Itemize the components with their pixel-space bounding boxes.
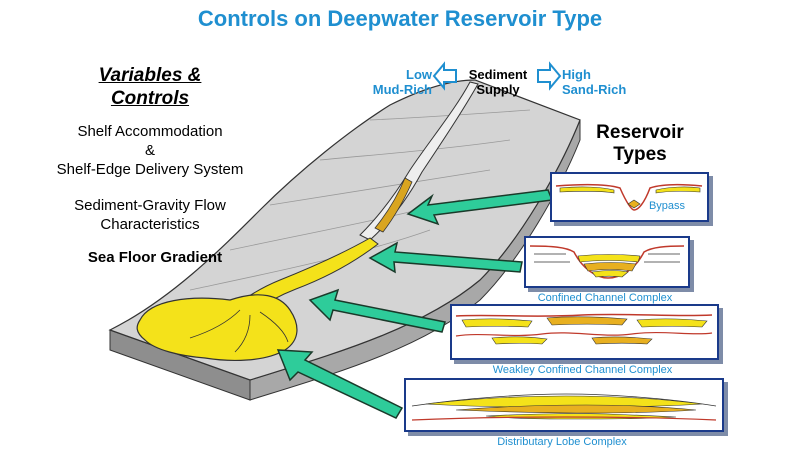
low-label: Low bbox=[406, 67, 432, 82]
control-sediment-gravity-flow: Sediment-Gravity Flow bbox=[74, 197, 226, 214]
control-sea-floor-gradient: Sea Floor Gradient bbox=[87, 249, 223, 266]
bypass-pointer-arrow bbox=[406, 189, 554, 226]
canyon-fill bbox=[374, 177, 413, 233]
bypass-cross-section bbox=[555, 183, 703, 211]
low-supply-arrow bbox=[432, 61, 457, 91]
page-title: Controls on Deepwater Reservoir Type bbox=[197, 6, 603, 31]
mud-rich-label: Mud-Rich bbox=[372, 82, 432, 97]
distributary-lobe-label: Distributary Lobe Complex bbox=[497, 436, 627, 448]
reservoir-types-heading: Reservoir Types bbox=[580, 122, 700, 166]
supply-label: Supply bbox=[476, 82, 520, 97]
distributary-lobe-pointer-arrow bbox=[276, 349, 404, 419]
distributary-lobe-panel bbox=[404, 378, 724, 432]
weakly-confined-cross-section bbox=[455, 313, 713, 345]
contour-line bbox=[369, 109, 531, 121]
variables-heading: Variables & Controls bbox=[98, 65, 202, 109]
contour-line bbox=[319, 139, 511, 161]
bypass-panel bbox=[550, 172, 709, 222]
contour-line bbox=[269, 169, 491, 206]
confined-channel-cross-section bbox=[529, 245, 685, 279]
high-supply-arrow bbox=[537, 61, 562, 91]
weakly-confined-pointer-arrow bbox=[308, 288, 446, 333]
sediment-label: Sediment bbox=[468, 67, 528, 82]
control-ampersand: & bbox=[144, 142, 155, 159]
control-shelf-edge-delivery: Shelf-Edge Delivery System bbox=[56, 161, 244, 178]
confined-channel-panel bbox=[524, 236, 690, 288]
confined-channel-label: Confined Channel Complex bbox=[537, 292, 673, 304]
low-mud-rich-label: Low Mud-Rich bbox=[364, 67, 432, 97]
control-characteristics: Characteristics bbox=[100, 216, 200, 233]
control-shelf-accommodation: Shelf Accommodation bbox=[77, 123, 223, 140]
confined-channel-pointer-arrow bbox=[368, 241, 523, 274]
reservoir-heading-line1: Reservoir bbox=[596, 122, 684, 143]
lobe-channel bbox=[234, 314, 251, 353]
high-label: High bbox=[562, 67, 591, 82]
distributary-lobe-cross-section bbox=[411, 393, 717, 421]
contour-line bbox=[189, 229, 431, 291]
high-sand-rich-label: High Sand-Rich bbox=[562, 67, 642, 97]
lobe-channel bbox=[189, 309, 241, 339]
lobe-channel bbox=[259, 311, 289, 343]
sediment-supply-label: Sediment Supply bbox=[458, 67, 538, 97]
sand-rich-label: Sand-Rich bbox=[562, 82, 627, 97]
bypass-label: Bypass bbox=[648, 200, 686, 212]
weakly-confined-panel bbox=[450, 304, 719, 360]
weakly-confined-label: Weakley Confined Channel Complex bbox=[492, 364, 673, 376]
reservoir-heading-line2: Types bbox=[613, 144, 667, 165]
